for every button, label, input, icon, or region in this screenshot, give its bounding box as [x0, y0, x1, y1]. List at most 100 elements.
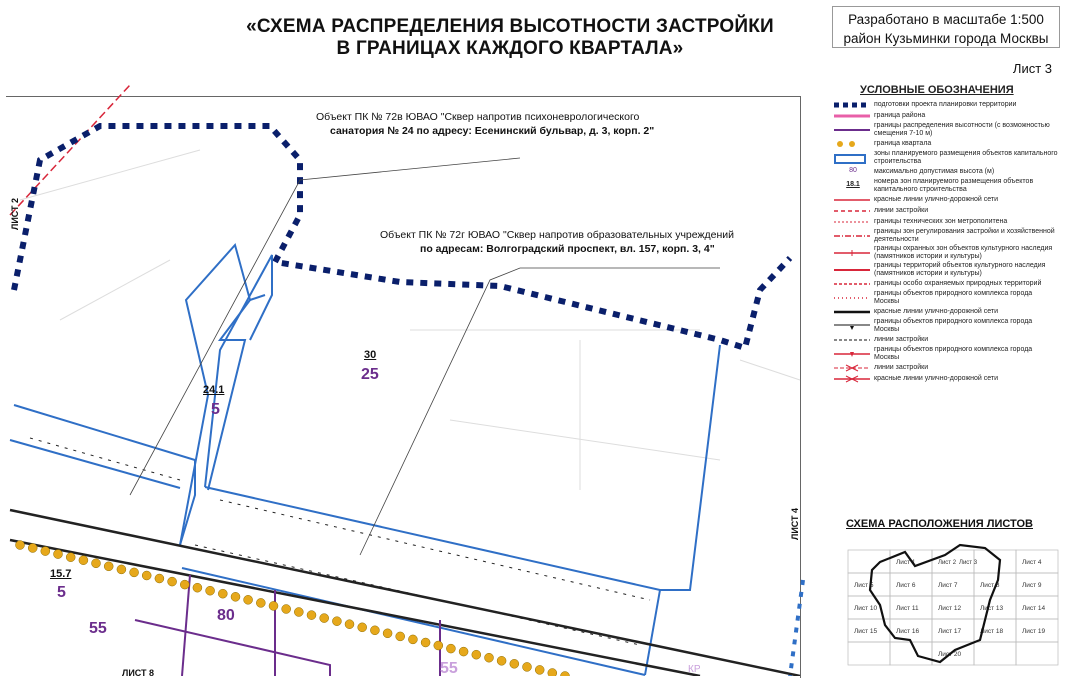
quarter-dot: [53, 549, 63, 559]
sheet-index-label: Лист 19: [1022, 628, 1046, 635]
quarter-dot: [306, 610, 317, 620]
sheet-index-cell: [1015, 641, 1059, 666]
sheet-index-label: Лист 16: [896, 628, 920, 635]
legend-item: границы технических зон метрополитена: [834, 218, 1008, 225]
right-edge-dashes: [788, 579, 805, 676]
sheet-index-cell: [973, 549, 1017, 574]
legend: УСЛОВНЫЕ ОБОЗНАЧЕНИЯ подготовки проекта …: [832, 85, 1058, 385]
quarter-dot: [192, 582, 203, 593]
quarter-dot: [484, 652, 494, 663]
quarter-dot: [382, 628, 393, 639]
quarter-boundaries: [9, 242, 721, 676]
sheet-index-label: Лист 7: [938, 582, 958, 589]
zone-number: 24.1: [203, 384, 225, 396]
sheet-index-grid: Лист 1 Лист 4 Лист 5 Лист 6 Лист 7 Лист 8 Лист…: [847, 549, 1059, 666]
quarter-dot: [91, 558, 101, 569]
quarter-dot: [344, 619, 355, 629]
legend-item: границы охранных зон объектов культурног…: [834, 245, 1053, 260]
sheet-index-label: Лист 10: [854, 605, 878, 612]
quarter-dot: [458, 646, 469, 657]
quarter-dot: [534, 665, 545, 675]
sheet-index-label: Лист 6: [896, 582, 916, 589]
callout-72g-line2: по адресам: Волгоградский проспект, вл. …: [420, 243, 715, 255]
sheet-index-label: Лист 2: [938, 560, 957, 566]
legend-item: линии застройки: [832, 363, 1058, 373]
side-label-bottom: ЛИСТ 8: [122, 668, 155, 678]
sheet-index-label: Лист 12: [938, 605, 962, 612]
zone-number: 15.7: [50, 568, 72, 580]
quarter-dot: [471, 649, 482, 660]
sheet-index-label: Лист 3: [959, 560, 978, 566]
sheet-index-label: Лист 5: [854, 582, 874, 589]
quarter-dot: [408, 634, 418, 645]
quarter-dot: [167, 576, 177, 587]
quarter-dot: [154, 573, 165, 584]
zone-number: 30: [364, 349, 377, 361]
sheet-index-label: Лист 17: [938, 628, 962, 635]
legend-item: границы объектов природного комплекса го…: [832, 346, 1058, 362]
zone-height: 25: [361, 366, 379, 383]
scale-line-1: Разработано в масштабе 1:500: [848, 12, 1044, 27]
sheet-index-label: Лист 8: [980, 582, 1000, 589]
quarter-dot: [433, 640, 444, 651]
quarter-dot: [547, 668, 558, 676]
legend-item: граница района: [834, 112, 926, 119]
quarter-dot: [243, 595, 253, 605]
map-frame: [6, 96, 801, 678]
quarter-dot: [268, 601, 279, 611]
scale-box: Разработано в масштабе 1:500 район Кузьм…: [832, 6, 1060, 48]
red-lines-street: [9, 508, 801, 676]
legend-item: линии застройки: [834, 207, 929, 214]
sheet-index-label: Лист 14: [1022, 605, 1046, 612]
legend-item: линии застройки: [834, 336, 929, 343]
building-lines: [29, 437, 651, 646]
quarter-dot: [560, 671, 570, 676]
zone-height: 5: [57, 584, 66, 601]
sheet-index-label: Лист 18: [980, 628, 1004, 635]
quarter-dot: [116, 564, 127, 575]
legend-item: границы зон регулирования застройки и хо…: [834, 228, 1055, 243]
sheet-index-title: СХЕМА РАСПОЛОЖЕНИЯ ЛИСТОВ: [846, 518, 1033, 530]
quarter-dot: [370, 625, 380, 636]
scale-line-2: район Кузьминки города Москвы: [843, 31, 1049, 46]
quarter-dot: [357, 622, 367, 633]
district-outline: [868, 543, 1002, 664]
background-streets: [19, 149, 801, 490]
quarter-dot: [420, 637, 431, 648]
sheet-index-label: Лист 4: [1022, 559, 1042, 566]
quarter-dot: [319, 613, 329, 623]
legend-item: границы распределения высотности (с возм…: [834, 122, 1050, 137]
quarter-dot: [230, 592, 241, 602]
sheet-index-label: Лист 13: [980, 605, 1004, 612]
sheet-index-label: Лист 9: [1022, 582, 1042, 589]
sheet-index-label: Лист 1: [896, 559, 916, 566]
title-line-1: «СХЕМА РАСПРЕДЕЛЕНИЯ ВЫСОТНОСТИ ЗАСТРОЙК…: [246, 16, 774, 37]
callout-72g-line1: Объект ПК № 72г ЮВАО "Сквер напротив обр…: [380, 229, 734, 241]
side-label-bottom-right: КР: [688, 664, 701, 675]
district-boundary-line: [9, 84, 131, 216]
callout-72g: Объект ПК № 72г ЮВАО "Сквер напротив обр…: [380, 228, 734, 256]
title-line-2: В ГРАНИЦАХ КАЖДОГО КВАРТАЛА»: [336, 38, 684, 59]
quarter-dot: [281, 604, 291, 614]
sheet-index-label: Лист 11: [896, 605, 919, 612]
quarter-dot: [395, 631, 405, 642]
legend-item: границы территорий объектов культурного …: [834, 262, 1046, 277]
quarter-dot: [103, 561, 114, 572]
quarter-dot: [27, 543, 38, 553]
callout-72v-line2: санатория № 24 по адресу: Есенинский бул…: [330, 125, 655, 137]
legend-item: зоны планируемого размещения объектов ка…: [832, 150, 1058, 166]
page-title: «СХЕМА РАСПРЕДЕЛЕНИЯ ВЫСОТНОСТИ ЗАСТРОЙК…: [230, 16, 790, 60]
quarter-dot: [180, 579, 190, 590]
callout-72v: Объект ПК № 72в ЮВАО "Сквер напротив пси…: [316, 110, 654, 138]
zone-height: 55: [89, 620, 107, 637]
quarter-dot: [15, 540, 25, 550]
quarter-dot: [446, 643, 456, 654]
quarter-dot: [141, 570, 152, 581]
sheet-index-cell: [889, 641, 933, 666]
planning-boundary: [11, 123, 793, 352]
quarter-dot: [256, 598, 266, 608]
quarter-dot: [65, 552, 76, 562]
